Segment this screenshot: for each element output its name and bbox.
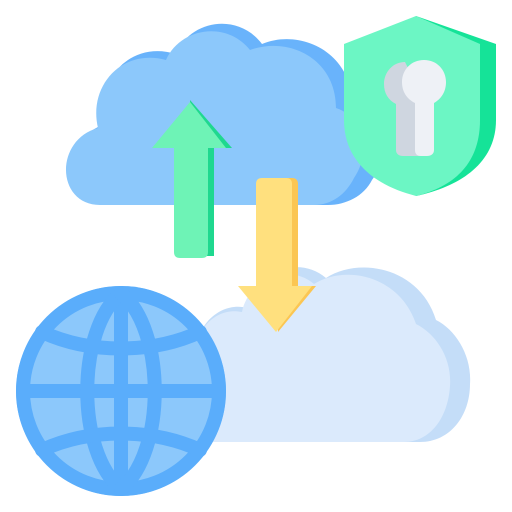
shield-keyhole-icon bbox=[344, 16, 496, 196]
upper-cloud-body bbox=[65, 31, 364, 205]
lower-cloud-body bbox=[182, 274, 451, 442]
arrow-up-icon bbox=[152, 100, 232, 258]
globe-icon bbox=[16, 286, 226, 496]
globe-grid-lines bbox=[16, 286, 226, 496]
arrow-up-body bbox=[152, 102, 226, 258]
lower-cloud-icon bbox=[182, 267, 471, 442]
arrow-down-icon bbox=[238, 178, 316, 332]
keyhole-body bbox=[402, 60, 446, 156]
upper-cloud-icon bbox=[65, 23, 383, 206]
arrow-down-body bbox=[238, 178, 312, 332]
